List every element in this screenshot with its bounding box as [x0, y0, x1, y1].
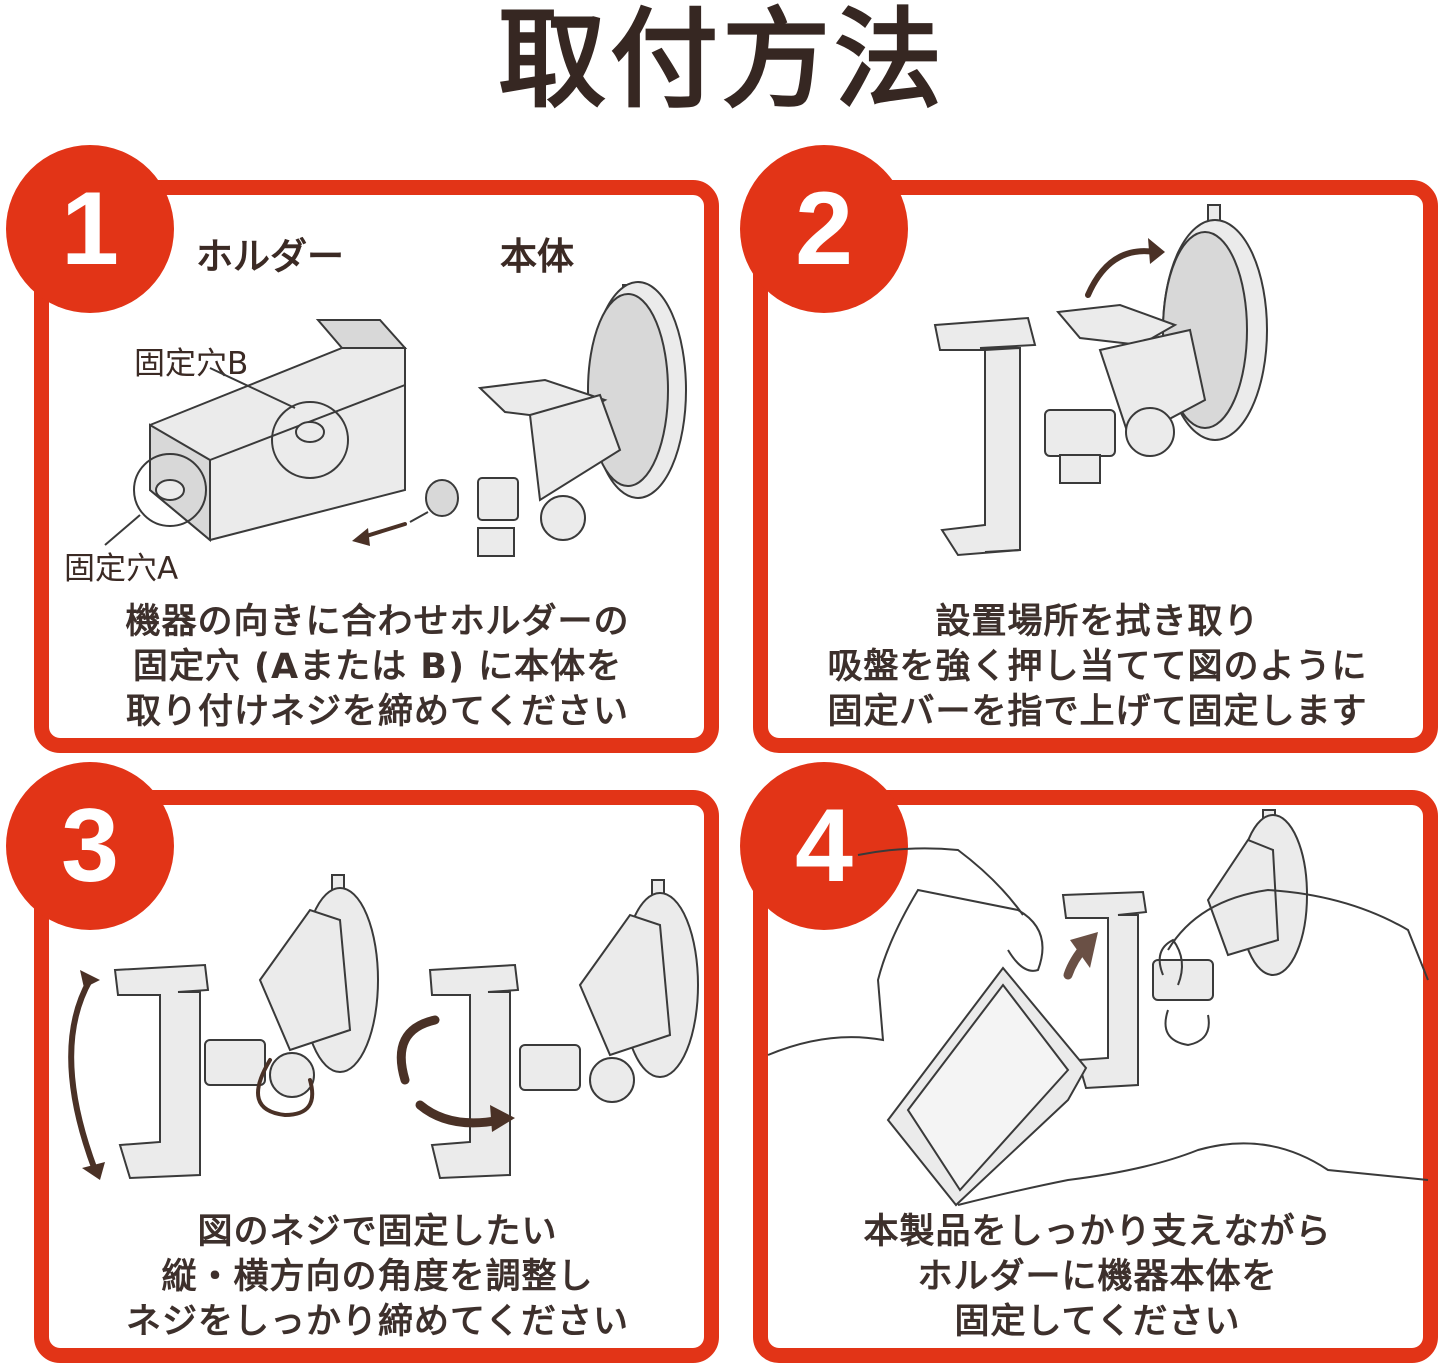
step-3-caption-line: 図のネジで固定したい: [197, 1212, 558, 1252]
step-2-caption-line: 設置場所を拭き取り: [935, 602, 1260, 642]
step-1-illustration: [104, 281, 687, 557]
step-3-illustration: [68, 874, 699, 1180]
holder-label: ホルダー: [196, 235, 344, 278]
step-2-caption-line: 固定バーを指で上げて固定します: [827, 692, 1368, 732]
step-2-illustration: [933, 204, 1268, 557]
step-3-caption-line: 縦・横方向の角度を調整し: [161, 1257, 594, 1297]
step-2-caption-line: 吸盤を強く押し当てて図のように: [827, 647, 1368, 687]
step-1-number-badge: 1: [6, 145, 174, 313]
step-4-caption-line: 固定してください: [954, 1302, 1241, 1342]
step-2-caption: 設置場所を拭き取り 吸盤を強く押し当てて図のように 固定バーを指で上げて固定しま…: [770, 600, 1425, 735]
step-1-caption-line: 取り付けネジを締めてください: [126, 692, 629, 732]
step-1-caption-line: 固定穴 (Aまたは B) に本体を: [132, 647, 623, 687]
step-4-caption-line: ホルダーに機器本体を: [917, 1257, 1278, 1297]
step-1-caption: 機器の向きに合わせホルダーの 固定穴 (Aまたは B) に本体を 取り付けネジを…: [50, 600, 705, 735]
step-4-illustration: [767, 809, 1429, 1207]
body-label: 本体: [500, 235, 574, 278]
step-3-caption-line: ネジをしっかり締めてください: [126, 1302, 629, 1342]
page-title: 取付方法: [497, 0, 946, 123]
step-4-caption-line: 本製品をしっかり支えながら: [863, 1212, 1332, 1252]
step-4-number-badge: 4: [740, 762, 908, 930]
hole-a-label: 固定穴A: [64, 551, 179, 587]
step-4-caption: 本製品をしっかり支えながら ホルダーに機器本体を 固定してください: [770, 1210, 1425, 1345]
step-3-caption: 図のネジで固定したい 縦・横方向の角度を調整し ネジをしっかり締めてください: [50, 1210, 705, 1345]
step-1-caption-line: 機器の向きに合わせホルダーの: [125, 602, 630, 642]
step-3-number-badge: 3: [6, 762, 174, 930]
step-2-number-badge: 2: [740, 145, 908, 313]
